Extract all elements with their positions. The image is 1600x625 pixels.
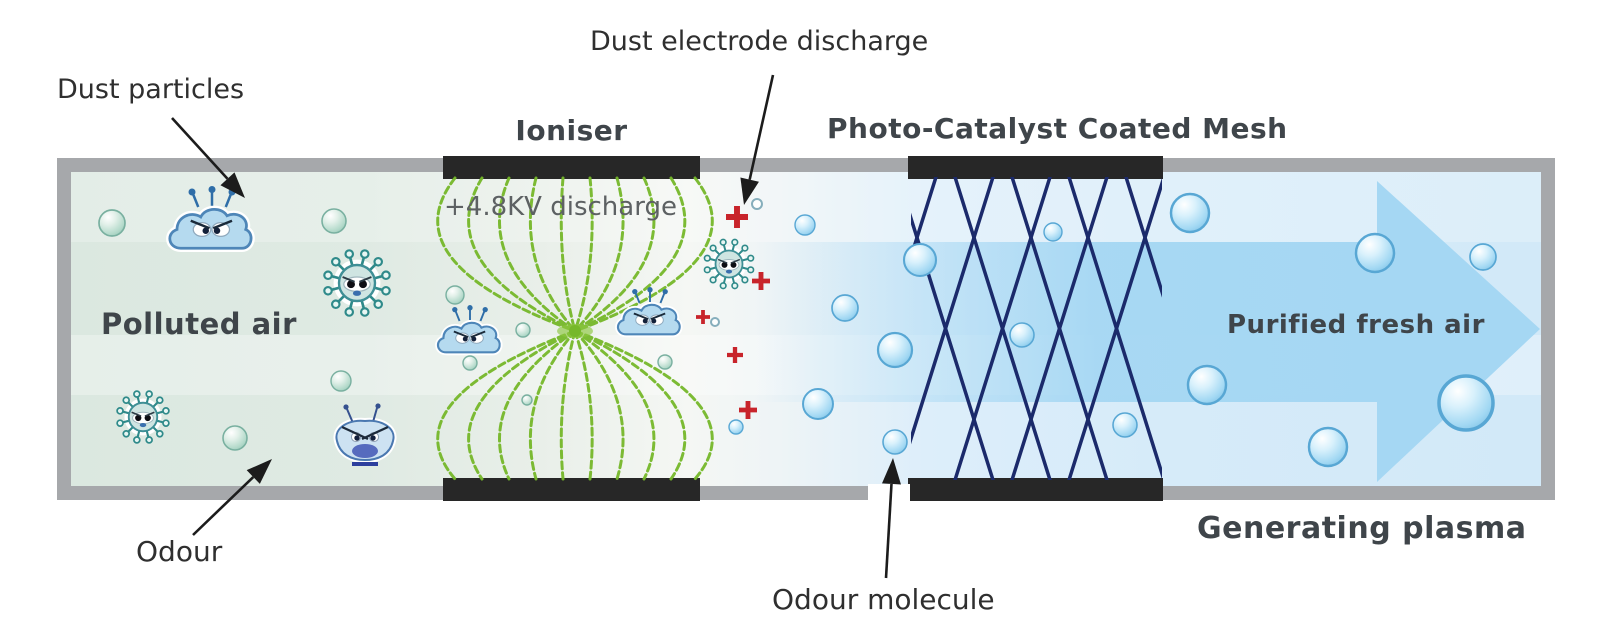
ion-ring — [751, 198, 763, 210]
label-kv-discharge: +4.8KV discharge — [444, 192, 677, 222]
air-bubble — [902, 242, 938, 278]
air-bubble — [1043, 222, 1063, 242]
cloud-creature — [166, 186, 255, 252]
label-dust-particles: Dust particles — [57, 74, 245, 105]
particle-bubble — [321, 208, 347, 234]
cloud-creature — [615, 287, 683, 338]
mesh-frame-top-bar — [908, 156, 1163, 179]
air-bubble — [1354, 232, 1396, 274]
air-bubble — [882, 429, 908, 455]
air-bubble — [1437, 374, 1495, 432]
particle-bubble — [657, 354, 673, 370]
positive-charge-icon — [739, 401, 757, 419]
label-generating-plasma: Generating plasma — [1197, 511, 1527, 546]
positive-charge-icon — [726, 206, 748, 228]
virus-creature — [116, 390, 170, 444]
odour-arrow — [192, 459, 272, 536]
particle-bubble — [98, 209, 126, 237]
odour-molecule-arrow — [882, 458, 901, 579]
ion-ring — [710, 317, 720, 327]
dust-electrode-arrow — [740, 74, 775, 205]
particle-bubble — [521, 394, 533, 406]
border-gap-odour-arrow — [868, 484, 910, 501]
particle-bubble — [515, 322, 531, 338]
air-bubble — [1169, 192, 1211, 234]
air-bubble — [1009, 322, 1035, 348]
virus-creature — [323, 249, 391, 317]
label-ioniser: Ioniser — [515, 114, 628, 147]
label-photo-catalyst-coated-mesh: Photo-Catalyst Coated Mesh — [827, 112, 1288, 145]
dust-particles-arrow — [171, 117, 245, 198]
air-bubble — [1186, 364, 1228, 406]
particle-bubble — [330, 370, 352, 392]
particle-bubble — [462, 355, 478, 371]
ioniser-electrode-bottom-bar — [443, 478, 700, 501]
label-polluted-air: Polluted air — [101, 307, 297, 341]
cloud-creature — [435, 305, 503, 356]
positive-charge-icon — [752, 272, 770, 290]
mesh-frame-bottom-bar — [908, 478, 1163, 501]
air-bubble — [1469, 243, 1497, 271]
particle-bubble — [222, 425, 248, 451]
label-purified-fresh-air: Purified fresh air — [1227, 310, 1485, 340]
label-odour-molecule: Odour molecule — [772, 583, 995, 616]
ioniser-electrode-top-bar — [443, 156, 700, 179]
positive-charge-icon — [696, 310, 710, 324]
air-bubble — [728, 419, 744, 435]
air-bubble — [802, 388, 834, 420]
air-bubble — [831, 294, 859, 322]
label-odour: Odour — [136, 535, 223, 568]
label-dust-electrode-discharge: Dust electrode discharge — [590, 26, 929, 57]
virus-creature — [703, 238, 755, 290]
air-bubble — [1307, 426, 1349, 468]
germ-creature — [333, 403, 397, 466]
positive-charge-icon — [727, 347, 743, 363]
air-bubble — [1112, 412, 1138, 438]
air-bubble — [876, 331, 914, 369]
air-bubble — [794, 214, 816, 236]
particle-bubble — [445, 285, 465, 305]
